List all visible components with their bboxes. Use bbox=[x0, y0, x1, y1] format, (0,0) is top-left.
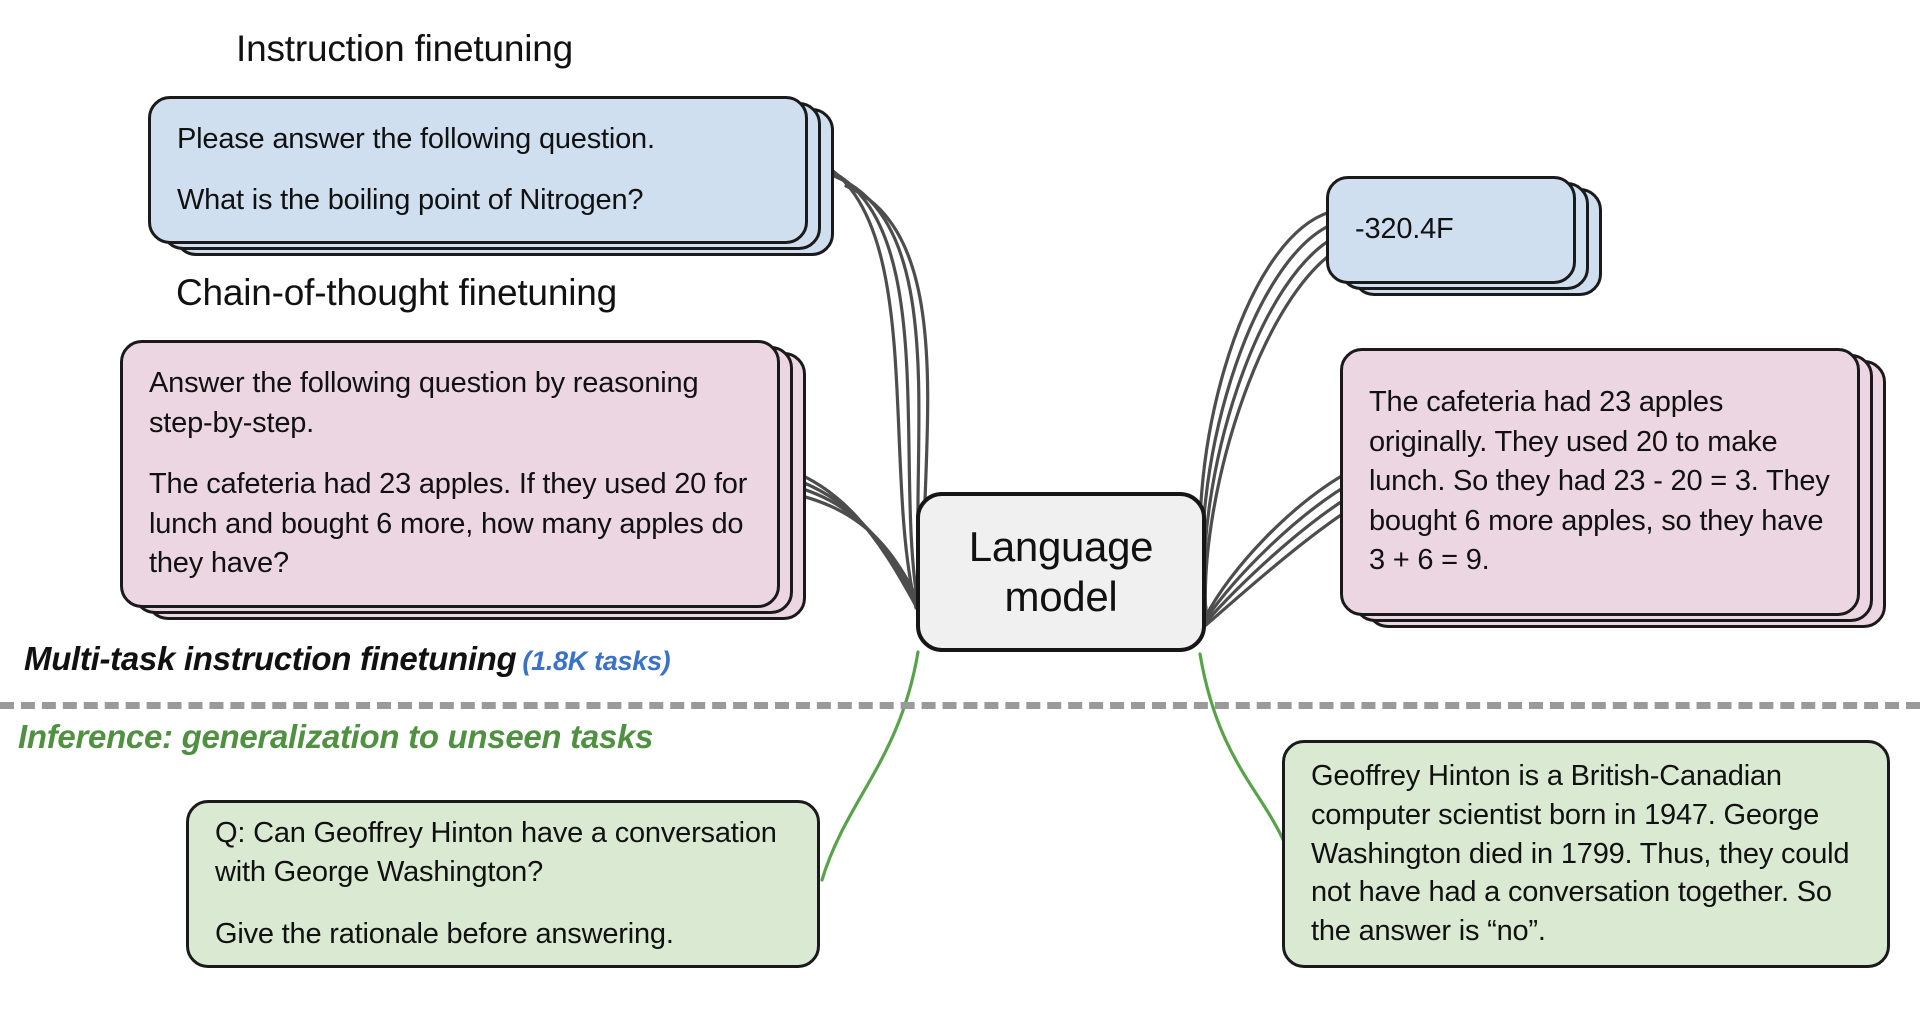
inference-answer-line-1: Geoffrey Hinton is a British-Canadian co… bbox=[1311, 759, 1850, 948]
language-model-label: Language model bbox=[968, 523, 1154, 620]
instruction-answer-stack[interactable]: -320.4F bbox=[1326, 176, 1616, 296]
label-multitask-text: Multi-task instruction finetuning bbox=[24, 640, 517, 677]
wire-answer-cot-1 bbox=[1204, 468, 1354, 618]
instruction-prompt-stack[interactable]: Please answer the following question. Wh… bbox=[148, 96, 848, 256]
label-multitask-instruction-finetuning: Multi-task instruction finetuning(1.8K t… bbox=[24, 640, 671, 678]
instruction-answer-line-1: -320.4F bbox=[1355, 213, 1454, 246]
cot-prompt-stack[interactable]: Answer the following question by reasoni… bbox=[120, 340, 820, 620]
instruction-answer-card[interactable]: -320.4F bbox=[1326, 176, 1576, 284]
wire-answer-short-1 bbox=[1198, 210, 1332, 610]
wire-answer-cot-3 bbox=[1204, 488, 1362, 624]
section-divider-dashed bbox=[0, 702, 1920, 709]
cot-prompt-card[interactable]: Answer the following question by reasoni… bbox=[120, 340, 780, 608]
wire-answer-short-4 bbox=[1203, 240, 1354, 619]
label-tasks-count: (1.8K tasks) bbox=[522, 646, 671, 676]
cot-answer-card[interactable]: The cafeteria had 23 apples originally. … bbox=[1340, 348, 1860, 616]
wire-answer-short-3 bbox=[1202, 230, 1348, 616]
heading-chain-of-thought-finetuning: Chain-of-thought finetuning bbox=[176, 272, 617, 313]
language-model-box[interactable]: Language model bbox=[916, 492, 1206, 652]
wire-answer-short-2 bbox=[1200, 220, 1340, 613]
wire-answer-cot-2 bbox=[1204, 478, 1358, 621]
inference-question-line-2: Give the rationale before answering. bbox=[215, 917, 674, 950]
cot-prompt-line-1: Answer the following question by reasoni… bbox=[149, 367, 699, 439]
heading-instruction-finetuning: Instruction finetuning bbox=[236, 28, 574, 69]
cot-answer-line-1: The cafeteria had 23 apples originally. … bbox=[1369, 386, 1830, 577]
instruction-prompt-line-2: What is the boiling point of Nitrogen? bbox=[177, 184, 644, 216]
label-inference-generalization: Inference: generalization to unseen task… bbox=[18, 718, 654, 755]
instruction-prompt-card[interactable]: Please answer the following question. Wh… bbox=[148, 96, 808, 244]
cot-answer-stack[interactable]: The cafeteria had 23 apples originally. … bbox=[1340, 348, 1920, 628]
inference-question-card[interactable]: Q: Can Geoffrey Hinton have a conversati… bbox=[186, 800, 820, 968]
inference-question-line-1: Q: Can Geoffrey Hinton have a conversati… bbox=[215, 816, 777, 889]
cot-prompt-line-2: The cafeteria had 23 apples. If they use… bbox=[149, 468, 748, 580]
instruction-prompt-line-1: Please answer the following question. bbox=[177, 122, 655, 155]
wire-inference-question bbox=[820, 650, 920, 882]
inference-answer-card[interactable]: Geoffrey Hinton is a British-Canadian co… bbox=[1282, 740, 1890, 968]
wire-inference-answer bbox=[1198, 652, 1288, 848]
